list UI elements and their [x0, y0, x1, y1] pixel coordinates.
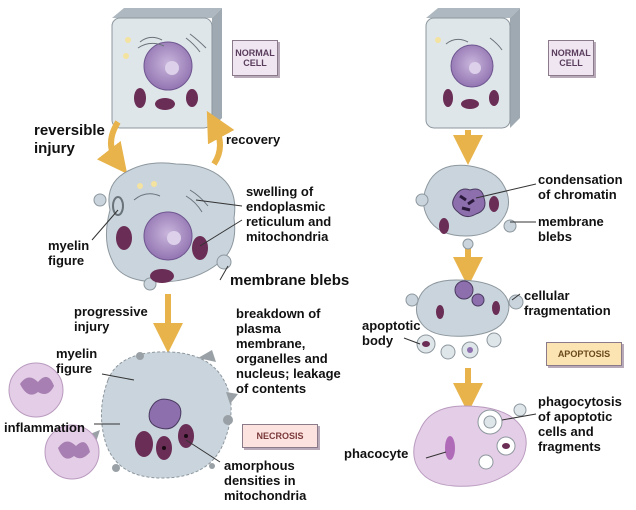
- reversible-arrow: [96, 120, 128, 174]
- leader-lines: [91, 183, 537, 463]
- myelin-figure-shape: [112, 196, 124, 216]
- mitochondrion: [134, 88, 146, 108]
- breakdown-label: breakdown of plasma membrane, organelles…: [236, 306, 341, 396]
- phacocyte-label: phacocyte: [344, 446, 409, 461]
- swelling-label: swelling of endoplasmic reticulum and mi…: [246, 184, 332, 244]
- fragmenting-cell: [405, 279, 524, 360]
- myelin-figure-label-1: myelin figure: [48, 238, 90, 268]
- necrosis-label: NECROSIS: [242, 424, 318, 448]
- cellular-fragmentation-label: cellular fragmentation: [524, 288, 611, 318]
- necrotic-cell: [90, 350, 238, 479]
- condensed-cell: [415, 164, 517, 250]
- normal-cell-right-label: NORMAL CELL: [548, 40, 594, 76]
- inflammatory-cells: [8, 362, 100, 480]
- progressive-injury-label: progressive injury: [74, 304, 148, 334]
- normal-cell-left-label: NORMAL CELL: [232, 40, 278, 76]
- normal-cell-right: [425, 8, 520, 129]
- recovery-arrow: [206, 110, 235, 166]
- swollen-cell: [93, 162, 236, 291]
- phagocyte-cell: [413, 403, 527, 487]
- apoptotic-body-label: apoptotic body: [362, 318, 421, 348]
- condensation-label: condensation of chromatin: [538, 172, 623, 202]
- apoptosis-label: APOPTOSIS: [546, 342, 622, 366]
- recovery-label: recovery: [226, 132, 281, 147]
- amorphous-densities-label: amorphous densities in mitochondria: [224, 458, 307, 503]
- membrane-blebs-left-label: membrane blebs: [230, 272, 350, 289]
- phagocytosis-label: phagocytosis of apoptotic cells and frag…: [538, 394, 622, 454]
- inflammation-label: inflammation: [4, 420, 85, 435]
- myelin-figure-label-2: myelin figure: [56, 346, 98, 376]
- reversible-injury-label: reversible injury: [34, 122, 105, 157]
- normal-cell-left: [111, 8, 222, 129]
- membrane-blebs-right-label: membrane blebs: [538, 214, 604, 244]
